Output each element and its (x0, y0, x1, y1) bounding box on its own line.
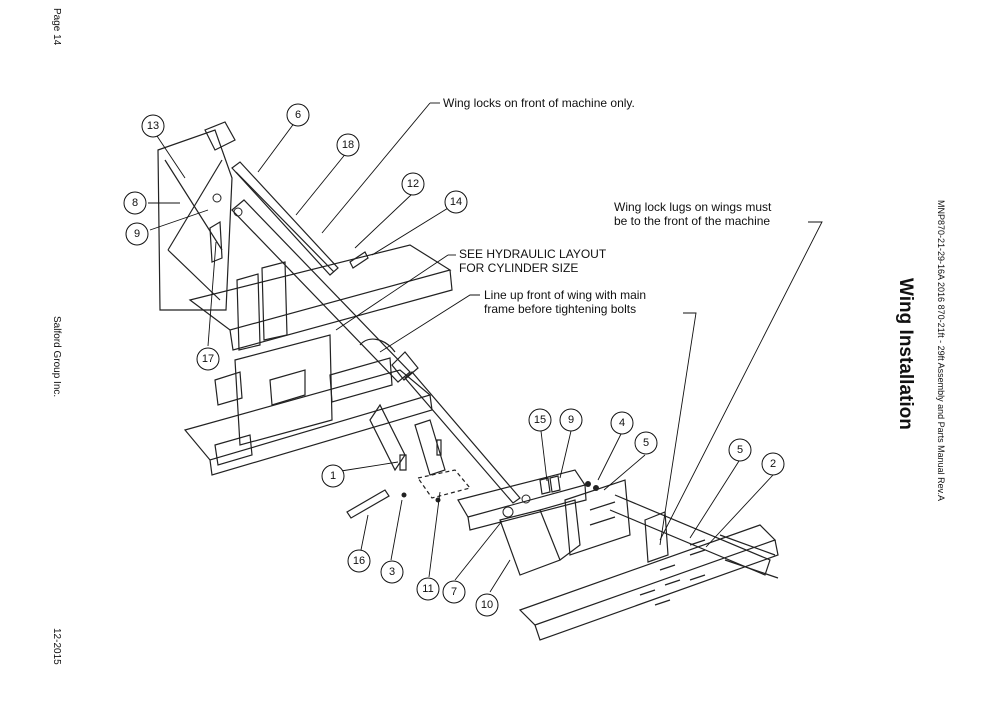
balloon-6 (286, 103, 310, 127)
balloon-9 (125, 222, 149, 246)
balloon-label: 2 (770, 458, 776, 470)
balloon-2 (761, 452, 785, 476)
wing-lock-bar (231, 161, 339, 276)
balloon-11 (416, 577, 440, 601)
balloon-5b (728, 438, 752, 462)
balloon-3 (380, 560, 404, 584)
balloon-13 (141, 114, 165, 138)
cylinder-rod (404, 371, 521, 504)
balloon-label: 5 (643, 437, 649, 449)
main-frame-left (157, 129, 233, 311)
balloon-label: 16 (353, 555, 365, 567)
callout-lineup-line1: Line up front of wing with main (484, 288, 646, 302)
balloon-label: 17 (202, 353, 214, 365)
balloon-10 (475, 593, 499, 617)
callout-lineup-line2: frame before tightening bolts (484, 302, 636, 316)
balloon-label: 6 (295, 109, 301, 121)
balloon-15 (528, 408, 552, 432)
balloon-label: 14 (450, 196, 462, 208)
callout-hydraulic-line1: SEE HYDRAULIC LAYOUT (459, 247, 607, 261)
pin-16 (346, 489, 390, 519)
balloon-label: 3 (389, 566, 395, 578)
balloon-label: 15 (534, 414, 546, 426)
balloon-7 (442, 580, 466, 604)
balloon-5 (634, 431, 658, 455)
balloon-14 (444, 190, 468, 214)
balloon-9b (559, 408, 583, 432)
wing-frame-right (518, 524, 777, 626)
balloon-16 (347, 549, 371, 573)
balloon-12 (401, 172, 425, 196)
callout-hydraulic-line2: FOR CYLINDER SIZE (459, 261, 578, 275)
balloon-4 (610, 411, 634, 435)
balloon-label: 10 (481, 599, 493, 611)
balloon-17 (196, 347, 220, 371)
hydraulic-cylinder (231, 199, 411, 383)
callout-lugs-line1: Wing lock lugs on wings must (614, 200, 772, 214)
callout-wing-locks: Wing locks on front of machine only. (443, 96, 635, 110)
balloon-label: 13 (147, 120, 159, 132)
pin-upper (349, 251, 369, 269)
balloon-label: 11 (422, 583, 433, 595)
pin-17 (209, 220, 223, 263)
wing-plate (564, 479, 631, 556)
balloon-label: 5 (737, 444, 743, 456)
balloon-label: 7 (451, 586, 457, 598)
balloon-label: 1 (330, 470, 336, 482)
balloon-label: 12 (407, 178, 419, 190)
balloon-label: 9 (134, 228, 140, 240)
balloon-1 (321, 464, 345, 488)
balloon-label: 9 (568, 414, 574, 426)
callout-lugs-line2: be to the front of the machine (614, 214, 770, 228)
balloon-8 (123, 191, 147, 215)
balloon-label: 8 (132, 197, 138, 209)
balloon-label: 18 (342, 139, 354, 151)
balloon-label: 4 (619, 417, 625, 429)
balloon-18 (336, 133, 360, 157)
